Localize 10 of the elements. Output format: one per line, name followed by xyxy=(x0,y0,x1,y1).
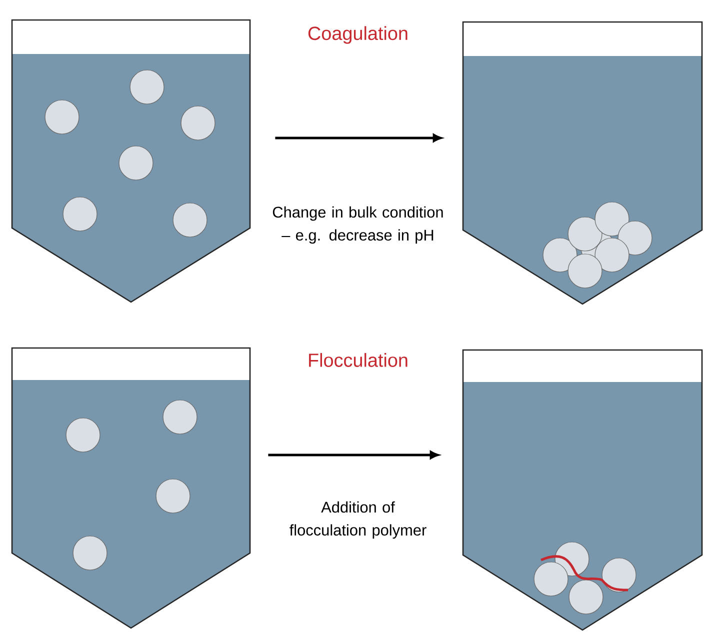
tank-drawing xyxy=(462,349,703,631)
tank-drawing xyxy=(462,21,703,305)
heading: Coagulation xyxy=(308,26,408,44)
tank-drawing xyxy=(11,347,251,629)
edge-label: Change in bulk condition – e.g. decrease in pH xyxy=(272,206,443,244)
heading: Flocculation xyxy=(309,353,408,367)
edge-label: Addition of flocculation polymer xyxy=(290,501,426,539)
arrow xyxy=(268,451,439,459)
arrow xyxy=(275,134,442,142)
tank-drawing xyxy=(11,19,251,303)
